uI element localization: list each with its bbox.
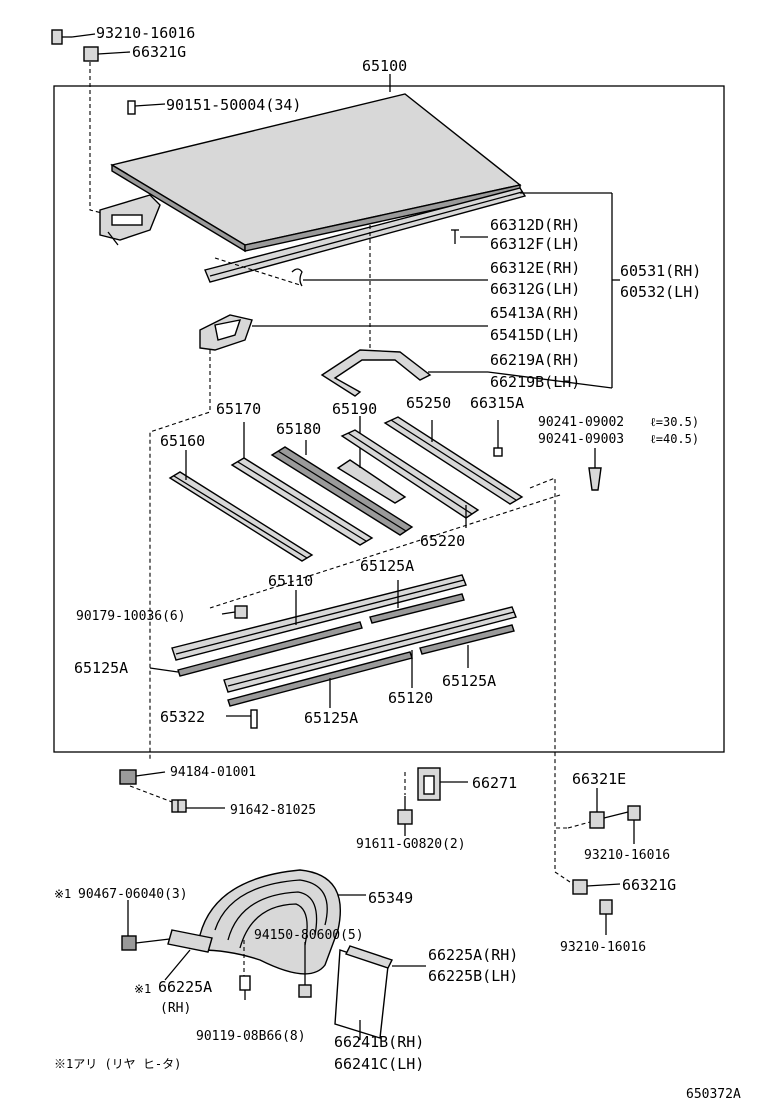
label-66225b-lh: 66225B(LH) — [428, 967, 518, 985]
label-65322: 65322 — [160, 708, 205, 726]
label-66241c: 66241C(LH) — [334, 1055, 424, 1073]
label-94184: 94184-01001 — [170, 765, 256, 780]
bolt-93210-top-icon — [51, 29, 72, 45]
rail-65180 — [270, 446, 414, 536]
label-66241b: 66241B(RH) — [334, 1033, 424, 1051]
label-66315a: 66315A — [470, 394, 524, 412]
label-90119: 90119-08B66(8) — [196, 1029, 306, 1044]
sill-65120 — [223, 606, 517, 693]
label-65100: 65100 — [362, 57, 407, 75]
sill-insert-65125a — [177, 593, 465, 677]
nut-66321g-low-icon — [572, 879, 588, 895]
clip-94150-icon — [298, 984, 312, 998]
hinge-bracket-icon — [99, 194, 161, 246]
label-90467-mark: ※1 — [54, 887, 71, 901]
bolt-91642-icon — [171, 799, 187, 813]
rail-65160 — [168, 471, 314, 562]
label-91611: 91611-G0820(2) — [356, 837, 466, 852]
clip-66312e-icon — [291, 268, 303, 287]
label-93210-16016-mid: 93210-16016 — [584, 848, 670, 863]
floor-panel-65100 — [110, 93, 522, 246]
screw-66312d-icon — [451, 229, 459, 244]
label-90241-09002-note: ℓ=30.5) — [650, 415, 699, 429]
mudguard-65349-icon — [199, 869, 342, 975]
label-93210-16016-low: 93210-16016 — [560, 940, 646, 955]
label-66219b: 66219B(LH) — [490, 373, 580, 391]
label-60531: 60531(RH) — [620, 262, 701, 280]
label-90467: 90467-06040(3) — [78, 887, 188, 902]
rail-65250 — [383, 416, 524, 505]
nut-66321g-top-icon — [83, 46, 99, 62]
label-66321g-top: 66321G — [132, 43, 186, 61]
label-65125a-right: 65125A — [442, 672, 496, 690]
label-66312d: 66312D(RH) — [490, 216, 580, 234]
label-65190: 65190 — [332, 400, 377, 418]
figure-code: 650372A — [686, 1087, 741, 1102]
screw-90151-icon — [127, 100, 136, 115]
pin-90241-icon — [588, 448, 602, 491]
plate-66225a-left-icon — [167, 929, 213, 953]
bolt-91611-icon — [397, 796, 413, 825]
label-65120: 65120 — [388, 689, 433, 707]
label-65110: 65110 — [268, 572, 313, 590]
bolt-93210-low-icon — [599, 899, 613, 935]
label-90241-09003-note: ℓ=40.5) — [650, 432, 699, 446]
label-65413a: 65413A(RH) — [490, 304, 580, 322]
label-94150: 94150-80600(5) — [254, 928, 364, 943]
screw-90179-icon — [234, 605, 248, 619]
label-65125a-bottom: 65125A — [304, 709, 358, 727]
label-66225a-mark: ※1 — [134, 982, 151, 996]
label-66312f: 66312F(LH) — [490, 235, 580, 253]
label-90179: 90179-10036(6) — [76, 609, 186, 624]
clip-94184-icon — [119, 769, 137, 785]
label-66312e: 66312E(RH) — [490, 259, 580, 277]
label-66225a-left-rh: (RH) — [160, 1001, 191, 1016]
sill-insert-65125a-lower — [227, 624, 515, 707]
label-65170: 65170 — [216, 400, 261, 418]
plug-65322-icon — [250, 709, 258, 729]
label-66225a-rh: 66225A(RH) — [428, 946, 518, 964]
label-90151: 90151-50004(34) — [166, 96, 301, 114]
label-90241-09003: 90241-09003 — [538, 432, 624, 447]
label-65415d: 65415D(LH) — [490, 326, 580, 344]
label-60532: 60532(LH) — [620, 283, 701, 301]
rail-65190 — [336, 459, 407, 504]
assembly-frame — [53, 85, 725, 753]
label-91642: 91642-81025 — [230, 803, 316, 818]
label-66219a: 66219A(RH) — [490, 351, 580, 369]
rail-65170 — [230, 457, 374, 546]
nut-66321e-icon — [589, 811, 605, 829]
bolt-90119-icon — [239, 975, 251, 1000]
seal-frame-66219a-icon — [320, 349, 432, 397]
bolt-93210-mid-icon — [627, 805, 641, 844]
bracket-65413a-icon — [199, 314, 253, 351]
label-66271: 66271 — [472, 774, 517, 792]
label-66321e: 66321E — [572, 770, 626, 788]
label-65349: 65349 — [368, 889, 413, 907]
label-66225a-left: 66225A — [158, 978, 212, 996]
label-65250: 65250 — [406, 394, 451, 412]
mudflap-66241b-icon — [334, 945, 393, 1039]
label-65180: 65180 — [276, 420, 321, 438]
bolt-66315a-icon — [493, 420, 503, 457]
label-66312g: 66312G(LH) — [490, 280, 580, 298]
label-93210-16016-top: 93210-16016 — [96, 24, 195, 42]
label-65220: 65220 — [420, 532, 465, 550]
label-65160: 65160 — [160, 432, 205, 450]
side-rail-60531 — [204, 187, 527, 283]
label-65125a-top: 65125A — [360, 557, 414, 575]
footnote: ※1アリ (リヤ ヒ-タ) — [54, 1057, 181, 1071]
label-65125a-left: 65125A — [74, 659, 128, 677]
label-90241-09002: 90241-09002 — [538, 415, 624, 430]
rail-65220 — [340, 429, 480, 519]
sill-65110 — [171, 574, 467, 661]
label-66321g-low: 66321G — [622, 876, 676, 894]
bracket-66271-icon — [417, 767, 441, 801]
